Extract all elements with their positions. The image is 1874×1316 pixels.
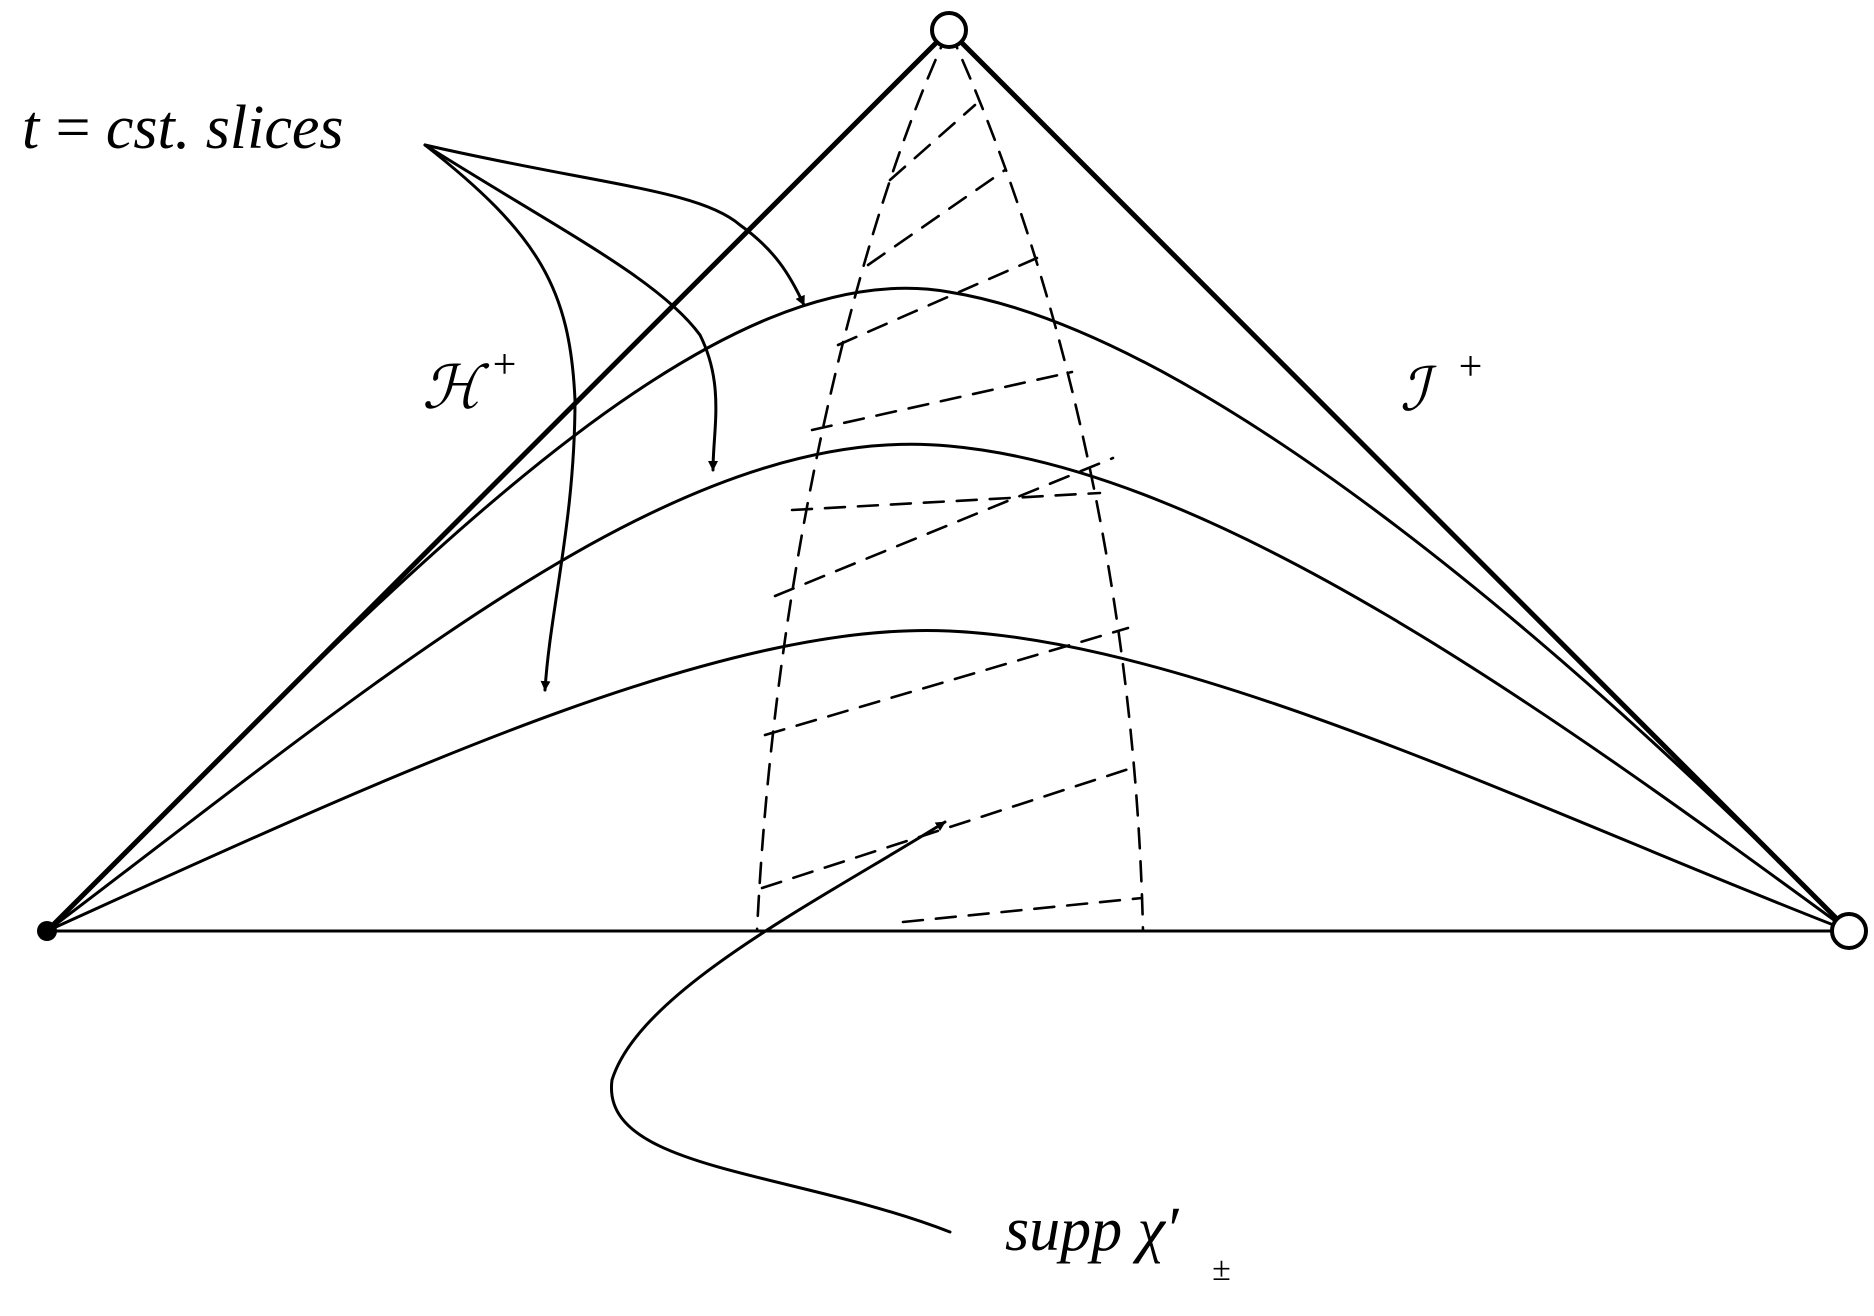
time-slice-2 bbox=[45, 442, 1851, 933]
slices-label: t = cst. slices bbox=[22, 94, 344, 162]
support-subscript: ± bbox=[1212, 1251, 1231, 1288]
horizon-label: ℋ bbox=[422, 355, 490, 421]
slice-arrow-3 bbox=[423, 143, 577, 692]
scri-label: ℐ bbox=[1400, 357, 1437, 423]
time-slice-1 bbox=[45, 286, 1851, 933]
left-vertex-filled-point bbox=[37, 921, 57, 941]
top-vertex-open-point bbox=[930, 11, 968, 49]
scri-edge bbox=[946, 27, 1852, 934]
support-hatching bbox=[760, 103, 1144, 924]
support-arrow bbox=[610, 820, 952, 1234]
support-right-boundary bbox=[947, 28, 1145, 933]
slice-arrow-1 bbox=[423, 143, 806, 307]
scri-superscript: + bbox=[1456, 344, 1484, 390]
horizon-superscript: + bbox=[490, 342, 518, 388]
right-vertex-open-point bbox=[1830, 912, 1868, 950]
slice-arrow-2 bbox=[423, 143, 719, 472]
time-slice-3 bbox=[45, 628, 1851, 933]
support-left-boundary bbox=[755, 28, 951, 933]
support-label: supp χ′ bbox=[1005, 1196, 1180, 1264]
